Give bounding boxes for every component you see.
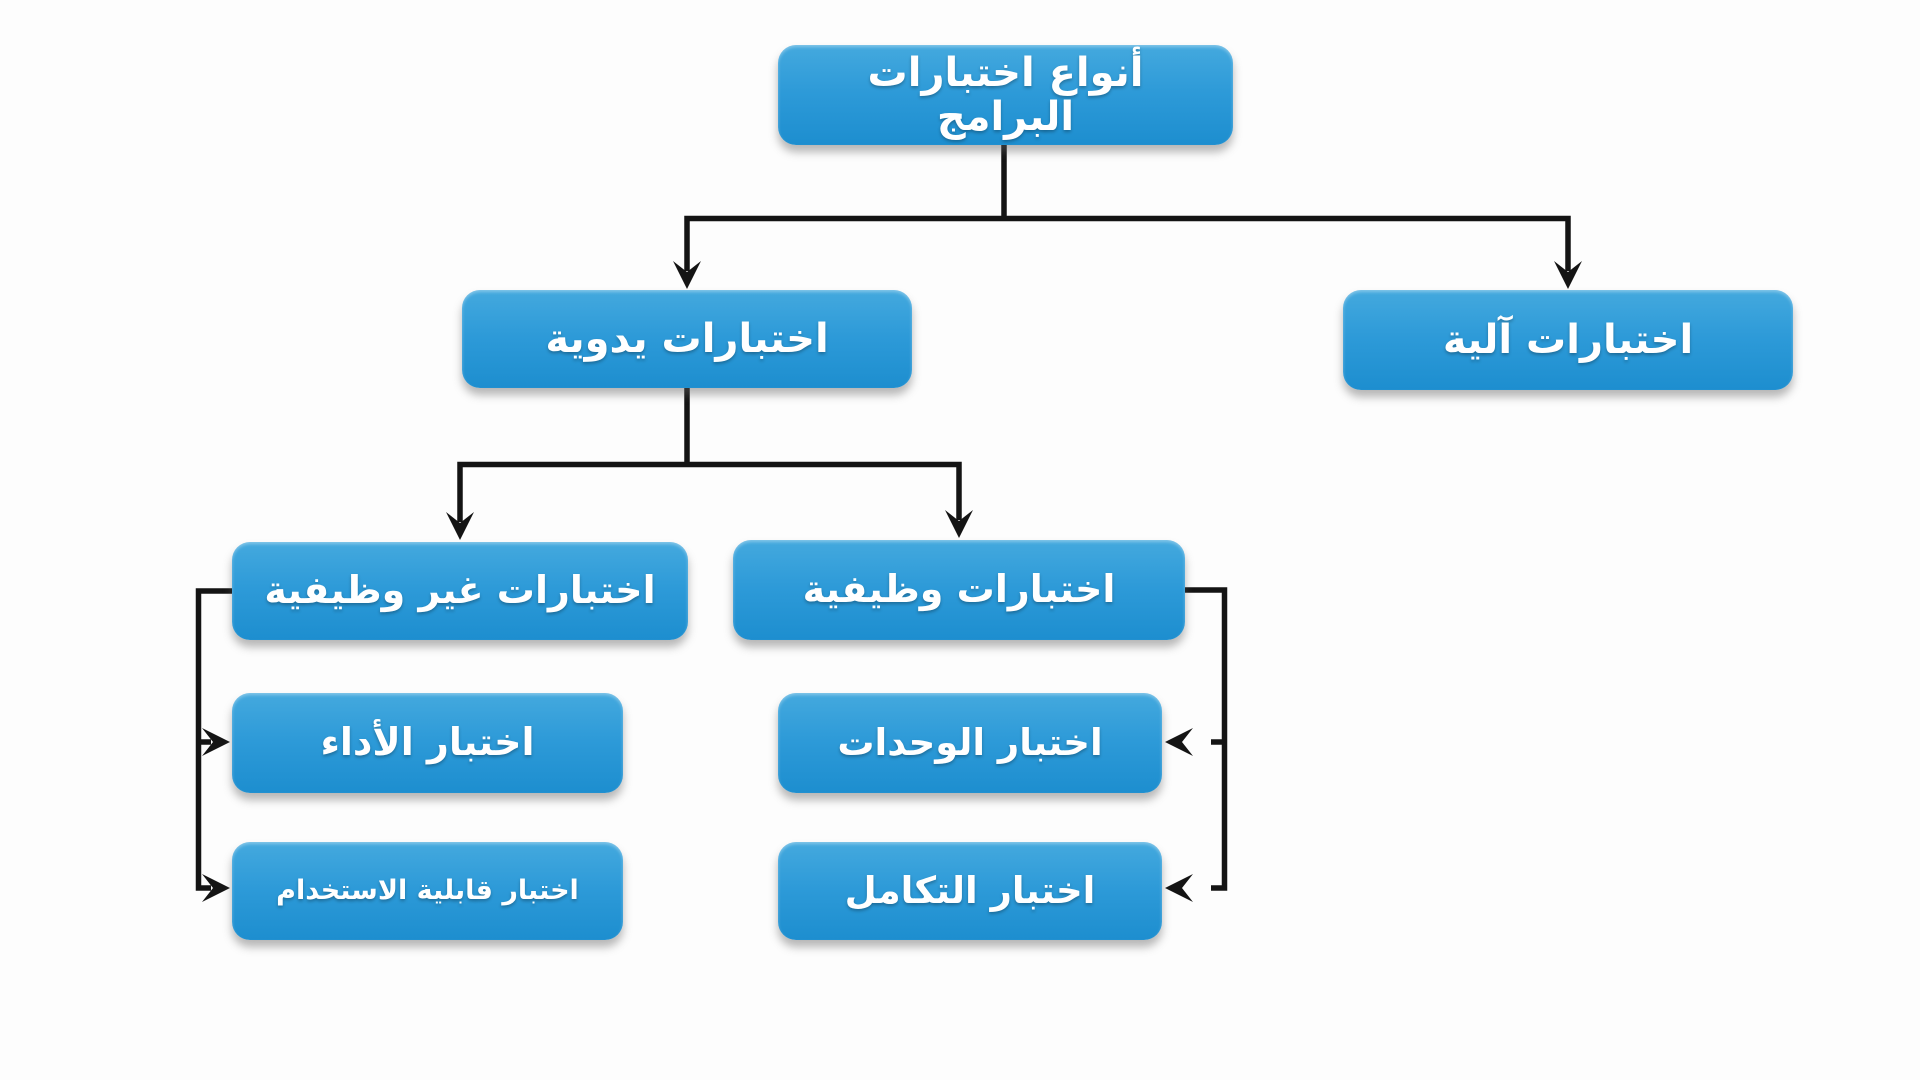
arrowhead-to-unit: [1165, 728, 1193, 756]
arrowhead-to-manual: [673, 261, 701, 289]
edge-manual-bracket: [457, 461, 962, 522]
node-functional-tests: اختبارات وظيفية: [733, 540, 1185, 640]
edge-nonfunctional-bracket: [195, 588, 232, 891]
node-performance-test: اختبار الأداء: [232, 693, 623, 793]
arrowhead-to-nonfunctional: [446, 512, 474, 540]
node-manual-tests: اختبارات يدوية: [462, 290, 912, 388]
arrowhead-to-usability: [202, 874, 230, 902]
arrowhead-to-automated: [1554, 261, 1582, 289]
node-root-test-types: أنواع اختبارات البرامج: [778, 45, 1233, 145]
node-automated-tests: اختبارات آلية: [1343, 290, 1793, 390]
node-integration-test: اختبار التكامل: [778, 842, 1162, 940]
arrowhead-to-functional: [945, 510, 973, 538]
arrowhead-to-performance: [202, 728, 230, 756]
node-unit-test: اختبار الوحدات: [778, 693, 1162, 793]
node-non-functional-tests: اختبارات غير وظيفية: [232, 542, 688, 640]
edge-functional-bracket: [1185, 587, 1228, 891]
edge-root-bracket: [684, 215, 1571, 271]
arrowhead-to-integration: [1165, 874, 1193, 902]
node-usability-test: اختبار قابلية الاستخدام: [232, 842, 623, 940]
